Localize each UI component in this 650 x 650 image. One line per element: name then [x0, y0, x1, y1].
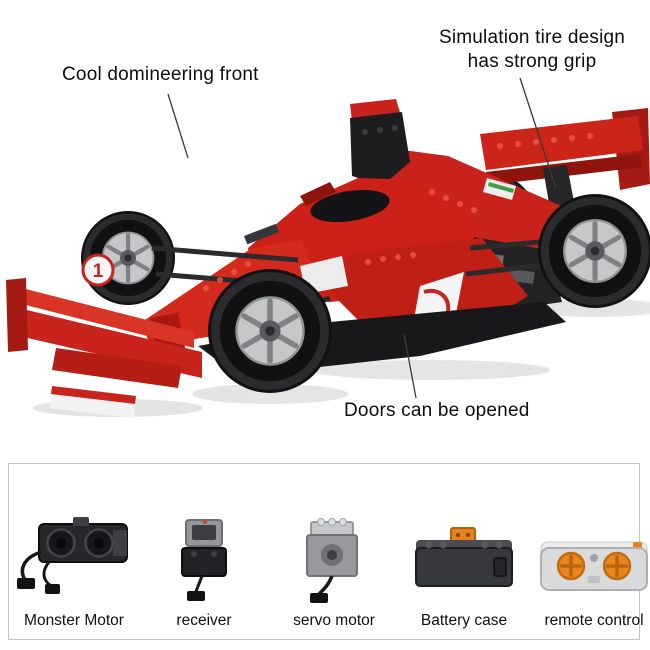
car-number: 1 [93, 261, 104, 282]
airbox [350, 99, 410, 186]
part-remote-control: remote control [529, 464, 650, 639]
leader-line-tire [519, 77, 557, 189]
leader-lines [167, 77, 557, 399]
wheel-front-near [208, 269, 332, 393]
part-battery-case: Battery case [399, 464, 529, 639]
callout-tire-label: Simulation tire design has strong grip [423, 26, 641, 74]
callout-doors-label: Doors can be opened [344, 400, 530, 421]
receiver-icon [181, 519, 227, 601]
ground-shadow [33, 299, 650, 417]
leader-line-front [167, 93, 189, 159]
callout-tire-line2: has strong grip [467, 50, 597, 72]
callout-tire-line1: Simulation tire design [438, 27, 626, 48]
wheel-rear-near [538, 194, 650, 308]
parts-panel: Monster Motor receiver [8, 463, 648, 640]
monster-motor-icon [17, 517, 128, 594]
brick-studs [203, 133, 593, 291]
remote-control-icon [540, 541, 648, 591]
part-label-receiver: receiver [176, 612, 232, 629]
battery-case-icon [415, 527, 513, 587]
part-receiver: receiver [139, 464, 269, 639]
part-label-servo-motor: servo motor [293, 612, 375, 629]
part-label-monster-motor: Monster Motor [24, 612, 124, 629]
leader-line-doors [403, 333, 417, 399]
servo-motor-icon [306, 518, 358, 603]
callout-front-label: Cool domineering front [62, 64, 259, 85]
front-wing: 1 [6, 253, 202, 418]
part-label-battery-case: Battery case [420, 612, 508, 629]
part-servo-motor: servo motor [269, 464, 399, 639]
engine-cover [388, 148, 566, 252]
part-monster-motor: Monster Motor [9, 464, 139, 639]
part-label-remote-control: remote control [544, 612, 644, 629]
